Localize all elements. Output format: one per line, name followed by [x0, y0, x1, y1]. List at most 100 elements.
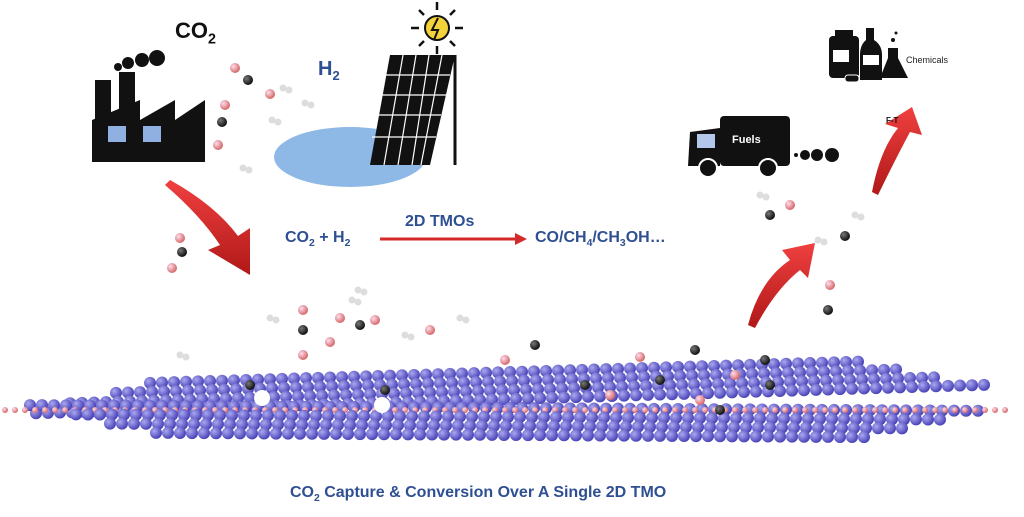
metal-atom	[806, 366, 818, 378]
metal-atom	[414, 428, 426, 441]
oxygen-atom	[167, 263, 177, 273]
metal-atom	[654, 429, 666, 442]
metal-atom	[540, 364, 552, 377]
metal-atom	[662, 370, 674, 383]
metal-atom	[392, 419, 404, 432]
metal-atom	[188, 418, 200, 431]
oxygen-atom	[730, 370, 740, 380]
carbon-atom	[298, 325, 308, 335]
metal-atom	[688, 378, 700, 391]
oxygen-atom	[682, 407, 688, 413]
metal-atom	[238, 409, 250, 422]
metal-atom	[712, 377, 724, 390]
metal-atom	[642, 388, 654, 401]
oxygen-atom	[452, 407, 458, 413]
metal-atom	[432, 368, 444, 381]
metal-atom	[388, 387, 400, 400]
metal-atom	[810, 383, 822, 396]
metal-atom	[226, 409, 238, 422]
caption: CO2 Capture & Conversion Over A Single 2…	[290, 484, 666, 504]
metal-atom	[780, 357, 792, 370]
h2-molecule	[272, 316, 280, 324]
reactant-co: CO	[285, 229, 309, 246]
metal-atom	[552, 364, 564, 377]
metal-atom	[248, 418, 260, 431]
oxygen-atom	[802, 407, 808, 413]
metal-atom	[624, 362, 636, 375]
metal-atom	[428, 419, 440, 432]
metal-atom	[524, 420, 536, 433]
metal-atom	[626, 371, 638, 384]
oxygen-atom	[772, 407, 778, 413]
metal-atom	[258, 427, 270, 440]
metal-atom	[300, 372, 312, 385]
metal-atom	[598, 411, 610, 424]
carbon-atom	[217, 117, 227, 127]
metal-atom	[394, 410, 406, 423]
metal-atom	[826, 412, 838, 425]
metal-atom	[154, 408, 166, 421]
metal-atom	[606, 429, 618, 442]
carbon-atom	[760, 355, 770, 365]
metal-atom	[482, 375, 494, 388]
metal-atom	[674, 369, 686, 382]
metal-atom	[206, 384, 218, 396]
metal-atom	[360, 370, 372, 383]
h2-text: H	[318, 58, 333, 80]
metal-atom	[840, 355, 852, 368]
metal-atom	[178, 409, 190, 422]
metal-atom	[452, 419, 464, 432]
oxygen-atom	[842, 407, 848, 413]
metal-atom	[470, 376, 482, 389]
metal-atom	[538, 411, 550, 424]
metal-atom	[82, 408, 94, 421]
metal-atom	[676, 378, 688, 391]
carbon-atom	[380, 385, 390, 395]
metal-atom	[766, 412, 778, 425]
metal-atom	[686, 369, 698, 382]
metal-atom	[678, 387, 690, 400]
metal-atom	[782, 366, 794, 379]
metal-atom	[656, 420, 668, 433]
metal-atom	[954, 379, 966, 392]
oxygen-atom	[952, 407, 958, 413]
metal-atom	[252, 373, 264, 386]
oxygen-atom	[32, 407, 38, 413]
caption-text: Capture & Conversion Over A Single 2D TM…	[319, 484, 667, 501]
metal-atom	[582, 429, 594, 442]
metal-atom	[222, 427, 234, 440]
chemicals-icon	[829, 28, 908, 83]
metal-atom	[844, 373, 856, 386]
metal-atom	[942, 379, 954, 392]
metal-atom	[498, 428, 510, 441]
metal-atom	[680, 421, 692, 434]
metal-atom	[310, 409, 322, 422]
metal-atom	[464, 419, 476, 432]
h2-molecule	[354, 298, 362, 306]
factory-icon	[92, 50, 205, 162]
oxygen-atom	[912, 407, 918, 413]
product-sub: 3	[619, 238, 626, 250]
metal-atom	[922, 413, 934, 426]
metal-atom	[620, 420, 632, 433]
metal-atom	[758, 367, 770, 380]
oxygen-atom	[12, 407, 18, 413]
oxygen-atom	[632, 407, 638, 413]
metal-atom	[290, 381, 302, 394]
metal-atom	[792, 357, 804, 370]
metal-atom	[158, 385, 170, 398]
h2-molecule	[360, 288, 368, 296]
metal-atom	[594, 390, 606, 403]
metal-atom	[362, 379, 374, 392]
metal-atom	[406, 410, 418, 423]
metal-atom	[266, 382, 278, 395]
metal-atom	[292, 390, 304, 403]
h2-molecule	[274, 118, 282, 126]
metal-atom	[834, 383, 846, 396]
metal-atom	[336, 371, 348, 384]
metal-atom	[166, 408, 178, 421]
h2-molecule	[814, 236, 822, 244]
metal-atom	[612, 362, 624, 375]
metal-atom	[152, 417, 164, 430]
metal-atom	[354, 428, 366, 441]
